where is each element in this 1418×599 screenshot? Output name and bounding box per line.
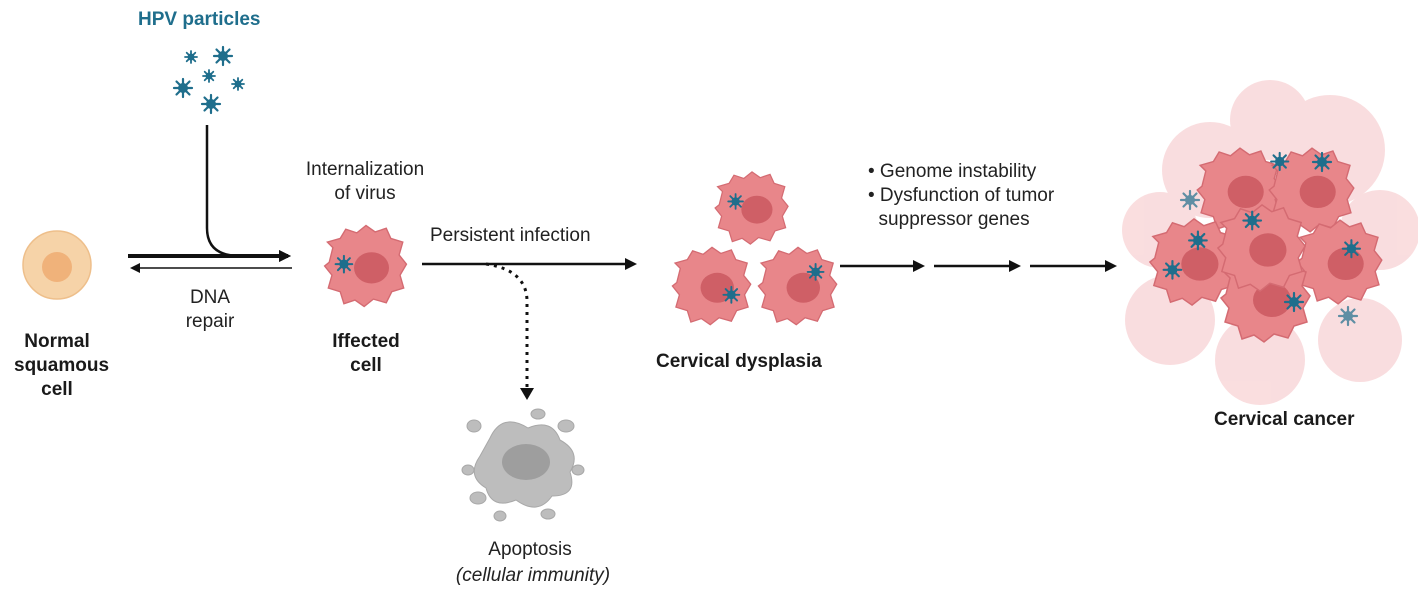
virus-entry-arrow (205, 125, 291, 262)
cervical-cancer-label: Cervical cancer (1214, 409, 1355, 430)
persistent-infection-label: Persistent infection (430, 225, 591, 246)
infected-cell-label: Iffected cell (326, 330, 406, 378)
tumor-mass-icon (1122, 80, 1418, 405)
factor-item: suppressor genes (868, 209, 1030, 230)
virus-particle-icon (212, 45, 234, 67)
infected-cell-icon (323, 224, 408, 308)
factor-item: • Dysfunction of tumor (868, 185, 1055, 206)
dysplastic-cell-icon (714, 171, 789, 245)
cellular-immunity-label: (cellular immunity) (455, 565, 611, 586)
infected-cell-label-line: Iffected (332, 331, 400, 352)
virus-particle-icon (184, 50, 198, 64)
virus-particle-icon (200, 93, 222, 115)
internalization-label-line: of virus (334, 183, 396, 204)
hpv-particles-label: HPV particles (138, 9, 261, 30)
progression-factors-list: • Genome instability • Dysfunction of tu… (868, 160, 1054, 232)
dna-repair-label-line: repair (185, 311, 235, 332)
virus-particle-icon (172, 77, 194, 99)
hpv-particle-cluster (172, 45, 245, 115)
apoptosis-arrowhead (520, 388, 534, 400)
cervical-dysplasia-label: Cervical dysplasia (656, 351, 822, 372)
normal-cell-label-line: cell (41, 379, 73, 400)
internalization-label: Internalization of virus (290, 158, 440, 206)
dna-repair-label: DNA repair (170, 286, 250, 334)
normal-cell-label: Normal squamous cell (14, 330, 110, 402)
apoptotic-cell-icon (461, 408, 585, 522)
dna-repair-label-line: DNA (189, 287, 231, 308)
dysplastic-cell-icon (671, 246, 752, 326)
apoptosis-arrow (485, 262, 529, 388)
dysplastic-cell-icon (757, 246, 838, 326)
factor-item: • Genome instability (868, 161, 1037, 182)
apoptosis-label: Apoptosis (488, 539, 572, 560)
virus-particle-icon (202, 69, 216, 83)
infected-cell-label-line: cell (350, 355, 382, 376)
virus-particle-icon (231, 77, 245, 91)
normal-cell-label-line: Normal (24, 331, 90, 352)
internalization-label-line: Internalization (305, 159, 425, 180)
normal-cell-label-line: squamous (14, 355, 110, 376)
normal-cell-icon (22, 230, 92, 300)
